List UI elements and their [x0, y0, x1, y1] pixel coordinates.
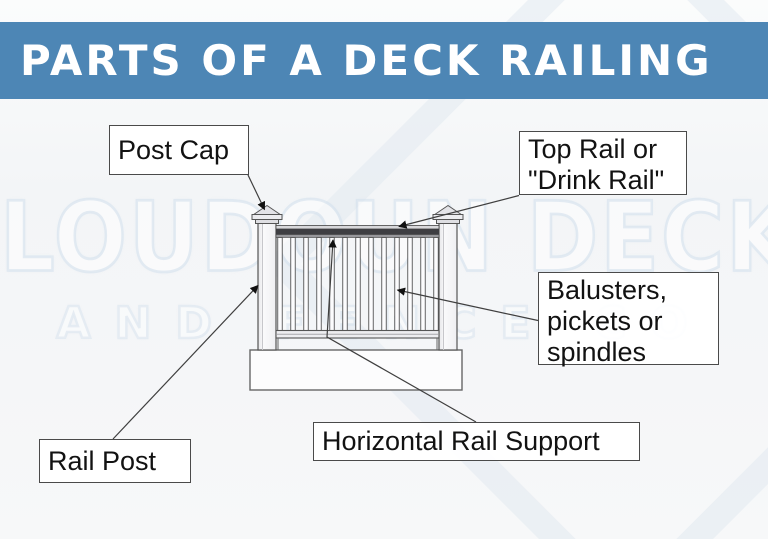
label-text-line: Top Rail or [528, 134, 658, 164]
baluster [277, 237, 283, 332]
baluster [433, 237, 439, 332]
horizontal-rail-support-leader-line [326, 239, 477, 423]
baluster [303, 237, 309, 332]
label-text-line: Post Cap [118, 134, 230, 165]
left-rail-post [257, 221, 277, 351]
label-text-line: Horizontal Rail Support [322, 426, 600, 456]
baluster [394, 237, 400, 332]
top-rail [275, 225, 440, 238]
rail-post-leader-line [112, 284, 259, 440]
balusters-leader-line [396, 287, 539, 322]
label-horizontal-rail-support: Horizontal Rail Support [313, 422, 640, 461]
baluster [381, 237, 387, 332]
label-balusters: Balusters, pickets or spindles [538, 272, 719, 367]
page-title: PARTS OF A DECK RAILING [20, 36, 713, 85]
post-cap-leader-line [247, 174, 266, 211]
label-post-cap: Post Cap [109, 125, 249, 175]
label-text-line: spindles [547, 337, 647, 367]
balusters [277, 237, 439, 332]
baluster [316, 237, 322, 332]
right-post-cap [432, 205, 464, 224]
left-post-cap [251, 205, 283, 224]
baluster [420, 237, 426, 332]
bottom-rail [275, 329, 440, 350]
baluster [355, 237, 361, 332]
deck-base [249, 349, 463, 391]
top-rail-leader-line [398, 194, 520, 229]
label-text-line: Balusters, [547, 275, 668, 305]
label-rail-post: Rail Post [39, 439, 191, 483]
baluster [342, 237, 348, 332]
baluster [407, 237, 413, 332]
label-text-line: Rail Post [48, 445, 157, 476]
right-rail-post [438, 221, 458, 351]
baluster [368, 237, 374, 332]
label-text-line: pickets or [547, 306, 663, 336]
baluster [290, 237, 296, 332]
label-text-line: "Drink Rail" [528, 165, 665, 195]
label-top-rail: Top Rail or "Drink Rail" [519, 131, 687, 195]
title-banner: PARTS OF A DECK RAILING [0, 22, 768, 99]
